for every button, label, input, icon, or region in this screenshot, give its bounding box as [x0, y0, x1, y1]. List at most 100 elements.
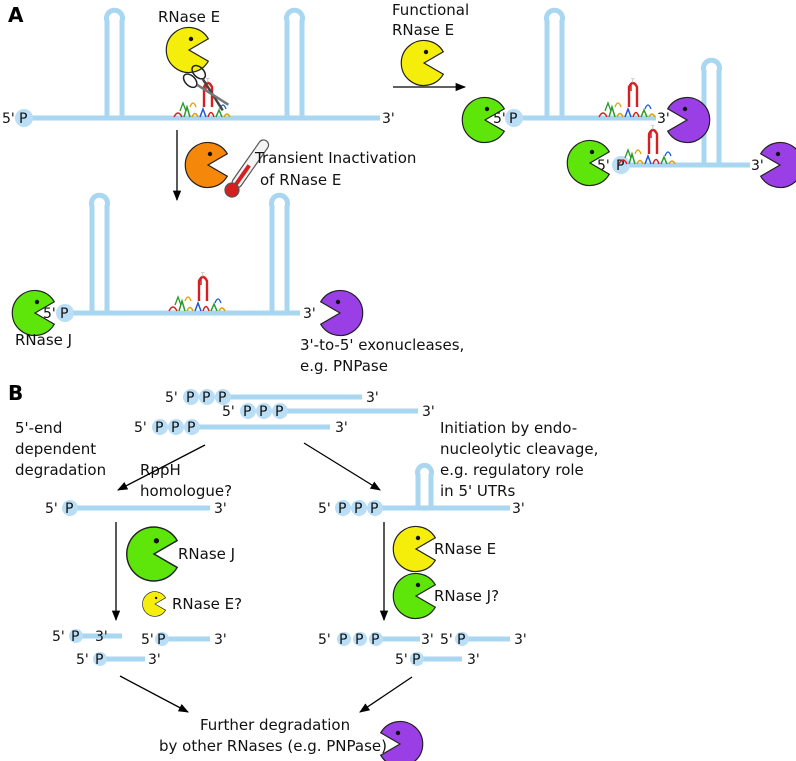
phosphate-label: P [339, 632, 347, 648]
functional-line1: Functional [392, 1, 469, 19]
phosphate-label: P [616, 158, 624, 174]
phosphate-label: P [171, 420, 179, 436]
rnase-j-q-label: RNase J? [434, 587, 499, 605]
transient-line1: Transient Inactivation [254, 149, 416, 167]
phosphate-label: P [259, 404, 267, 420]
rna-monophosphate: 5' P 3' [45, 500, 227, 517]
rna-triphosphate-hairpin: 5' P P P 3' [318, 462, 525, 517]
init-line1: Initiation by endo- [440, 419, 577, 437]
fiveend-line2: dependent [15, 440, 96, 458]
phosphate-label: P [412, 652, 420, 668]
scissors-icon [182, 64, 230, 112]
phosphate-label: P [95, 652, 103, 668]
rnase-e-q-label: RNase E? [172, 595, 242, 613]
five-prime-label: 5' [52, 629, 65, 645]
rna-stabilized: 5' P 3' [43, 192, 316, 322]
five-prime-label: 5' [318, 501, 331, 517]
three-prime-label: 3' [422, 404, 435, 420]
transient-line2: of RNase E [260, 171, 341, 189]
phosphate-label: P [60, 306, 68, 322]
phosphate-label: P [19, 111, 27, 127]
three-prime-label: 3' [148, 652, 161, 668]
three-prime-label: 3' [421, 632, 434, 648]
thermometer-icon [224, 139, 270, 198]
arrow-right-converge [359, 676, 413, 713]
arrow-left-branch [117, 444, 206, 491]
three-prime-label: 3' [514, 632, 527, 648]
arrow-left-converge [119, 675, 189, 713]
five-prime-label: 5' [45, 501, 58, 517]
five-prime-label: 5' [440, 632, 453, 648]
init-line4: in 5' UTRs [440, 482, 515, 500]
three-prime-label: 3' [512, 501, 525, 517]
functional-line2: RNase E [392, 21, 454, 39]
rnase-e-functional-icon [400, 39, 444, 87]
rna-products-right: 5' P 3' 5' P 3' [493, 7, 764, 174]
three-prime-label: 3' [751, 158, 764, 174]
phosphate-label: P [202, 390, 210, 406]
rnase-j-left-label: RNase J [178, 545, 235, 563]
init-line3: e.g. regulatory role [440, 461, 584, 479]
fiveend-line1: 5'-end [15, 419, 62, 437]
five-prime-label: 5' [2, 111, 15, 127]
phosphate-label: P [187, 420, 195, 436]
three-prime-label: 3' [303, 306, 316, 322]
phosphate-label: P [186, 390, 194, 406]
further-line2: by other RNases (e.g. PNPase) [159, 737, 387, 755]
arrow-right-branch [303, 442, 381, 491]
five-prime-label: 5' [165, 390, 178, 406]
rnase-j-icon [126, 526, 178, 582]
exonuclease-icon [760, 141, 796, 189]
three-prime-label: 3' [214, 501, 227, 517]
rnase-e-icon [392, 525, 436, 573]
phosphate-label: P [155, 420, 163, 436]
rna-top-left: 5' P 3' [2, 7, 395, 127]
three-prime-label: 3' [467, 652, 480, 668]
exonuclease-icon [380, 720, 424, 761]
phosphate-label: P [243, 404, 251, 420]
rnase-e-small-icon [142, 591, 166, 617]
five-prime-label: 5' [493, 111, 506, 127]
rna-triphosphate-stack: 5' P P P 3' 5' P P P 3' 5' P P P 3' [134, 389, 435, 436]
phosphate-label: P [157, 632, 165, 648]
panel-b-label: B [8, 381, 23, 405]
exonuclease-icon [667, 96, 711, 144]
three-prime-label: 3' [95, 629, 108, 645]
five-prime-label: 5' [222, 404, 235, 420]
rna-fragments-right: 5' P P P 3' 5' P 3' 5' P 3' [318, 632, 527, 668]
five-prime-label: 5' [134, 420, 147, 436]
phosphate-label: P [509, 111, 517, 127]
phosphate-label: P [354, 501, 362, 517]
fiveend-line3: degradation [15, 461, 106, 479]
phosphate-label: P [371, 632, 379, 648]
three-prime-label: 3' [382, 111, 395, 127]
phosphate-label: P [218, 390, 226, 406]
phosphate-label: P [457, 632, 465, 648]
three-prime-label: 3' [214, 632, 227, 648]
phosphate-label: P [65, 501, 73, 517]
five-prime-label: 5' [141, 632, 154, 648]
phosphate-label: P [338, 501, 346, 517]
five-prime-label: 5' [318, 632, 331, 648]
rnase-j-label: RNase J [15, 331, 72, 349]
rnase-e-inactive-icon [184, 141, 228, 189]
init-line2: nucleolytic cleavage, [440, 440, 598, 458]
phosphate-label: P [275, 404, 283, 420]
rpph-line2: homologue? [140, 482, 232, 500]
three-prime-label: 3' [366, 390, 379, 406]
rnase-e-icon [165, 26, 209, 74]
five-prime-label: 5' [76, 652, 89, 668]
panel-a-label: A [8, 3, 24, 27]
phosphate-label: P [71, 629, 79, 645]
rnase-j-icon [392, 572, 436, 620]
further-line1: Further degradation [200, 716, 350, 734]
rpph-line1: RppH [140, 461, 181, 479]
phosphate-label: P [370, 501, 378, 517]
five-prime-label: 5' [395, 652, 408, 668]
three-prime-label: 3' [657, 111, 670, 127]
phosphate-label: P [355, 632, 363, 648]
exonuclease-icon [320, 289, 364, 337]
rnase-e-right-label: RNase E [434, 540, 496, 558]
